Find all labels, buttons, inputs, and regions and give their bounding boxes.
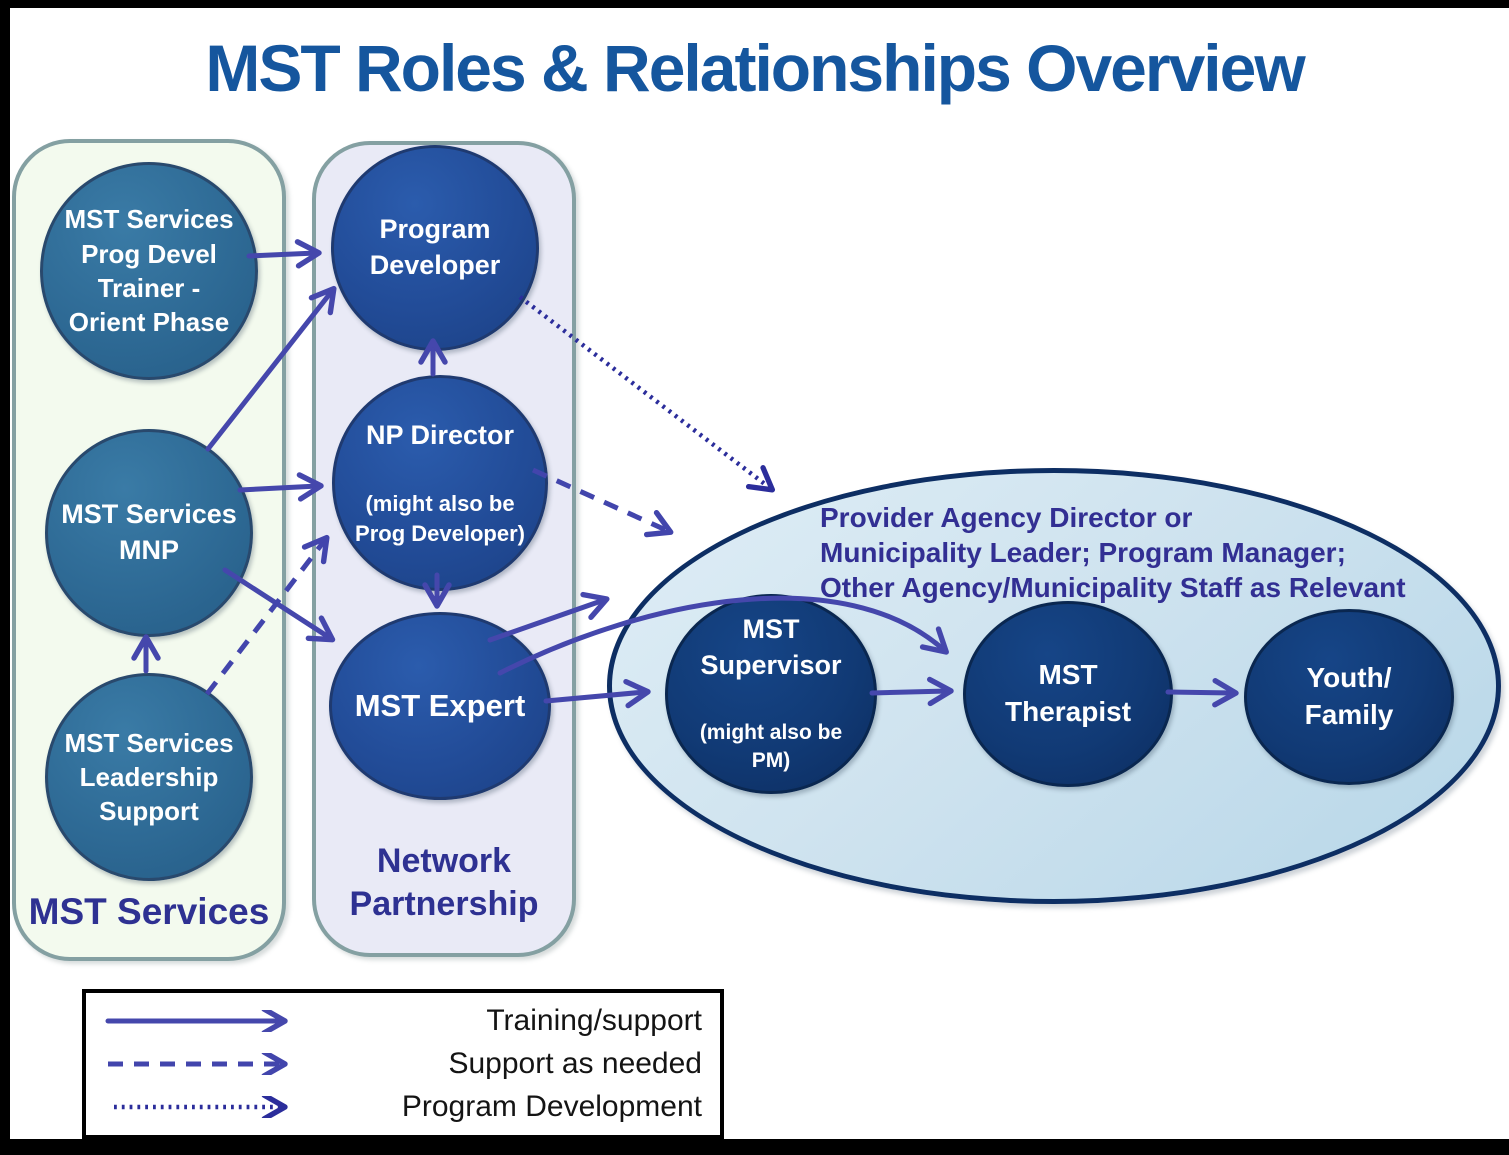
diagram-title: MST Roles & Relationships Overview bbox=[205, 31, 1305, 105]
node-np-director-sublabel: (might also be Prog Developer) bbox=[355, 490, 525, 546]
frame-left bbox=[0, 0, 10, 1155]
legend-label-program-development: Program Development bbox=[401, 1090, 702, 1124]
label-mst-services: MST Services bbox=[28, 890, 270, 932]
legend-label-support-as-needed: Support as needed bbox=[448, 1046, 702, 1080]
legend-dotted-arrow-icon bbox=[114, 1096, 288, 1119]
label-provider-agency: Provider Agency Director or Municipality… bbox=[820, 502, 1406, 603]
node-np-director-label: NP Director bbox=[365, 419, 515, 450]
node-mst-therapist: MST Therapist bbox=[963, 601, 1173, 787]
node-leadership-support: MST Services Leadership Support bbox=[45, 673, 253, 881]
node-program-developer: Program Developer bbox=[331, 145, 539, 351]
node-mst-services-mnp: MST Services MNP bbox=[45, 429, 253, 637]
frame-bottom bbox=[0, 1139, 1509, 1155]
node-youth-family: Youth/ Family bbox=[1244, 609, 1454, 785]
node-mst-supervisor-label: MST Supervisor bbox=[700, 614, 842, 680]
label-network-partnership: Network Partnership bbox=[349, 842, 539, 923]
legend-label-training-support: Training/support bbox=[486, 1003, 702, 1037]
node-mst-supervisor: MST Supervisor (might also be PM) bbox=[665, 594, 877, 794]
node-prog-devel-trainer: MST Services Prog Devel Trainer - Orient… bbox=[40, 162, 258, 380]
node-mst-expert: MST Expert bbox=[329, 612, 551, 800]
legend-row-support-as-needed: Support as needed bbox=[102, 1047, 704, 1081]
legend-row-training-support: Training/support bbox=[102, 1004, 704, 1038]
legend-solid-arrow-icon bbox=[105, 1009, 288, 1032]
legend-row-program-development: Program Development bbox=[102, 1090, 704, 1124]
frame-top bbox=[0, 0, 1509, 8]
node-np-director: NP Director (might also be Prog Develope… bbox=[332, 375, 548, 591]
legend-dashed-arrow-icon bbox=[108, 1052, 288, 1075]
node-mst-supervisor-sublabel: (might also be PM) bbox=[699, 721, 843, 773]
legend-box: Training/support Support as needed Progr… bbox=[82, 989, 724, 1139]
